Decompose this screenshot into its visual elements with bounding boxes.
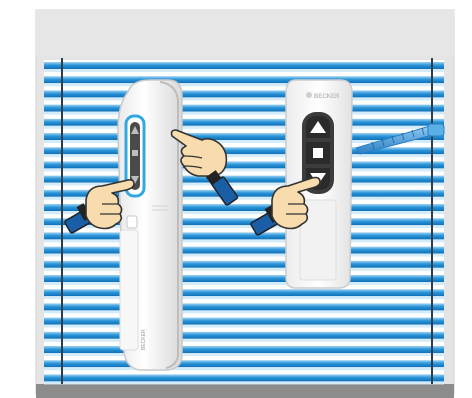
blind-slat-highlight <box>44 112 444 115</box>
remote-left-brand-text: BECKER <box>141 329 147 350</box>
blind-slat-highlight <box>44 154 444 157</box>
blind-slat-highlight <box>44 325 444 328</box>
blind-slat <box>44 332 444 339</box>
brand-logo-icon <box>306 92 312 98</box>
blind-slat-highlight <box>44 69 444 72</box>
blind-slat <box>44 119 444 126</box>
blind-slat-highlight <box>44 268 444 271</box>
stop-icon <box>132 150 138 156</box>
blind-slat <box>44 247 444 254</box>
blind-slat-highlight <box>44 83 444 86</box>
blind-slat <box>44 261 444 268</box>
blind-slat-highlight <box>44 296 444 299</box>
blind-slat <box>44 161 444 168</box>
blind-slat <box>44 318 444 325</box>
blind-slat <box>44 275 444 282</box>
blind-slat <box>44 360 444 367</box>
blind-slat-highlight <box>44 97 444 100</box>
blind-slat-highlight <box>44 168 444 171</box>
blind-slat-highlight <box>44 282 444 285</box>
blind-slat <box>44 76 444 83</box>
blind-slat <box>44 374 444 381</box>
blind-slat <box>44 303 444 310</box>
stop-square-icon <box>313 148 323 158</box>
blind-slat-highlight <box>44 381 444 384</box>
up-button[interactable] <box>306 116 330 138</box>
blind-slat-highlight <box>44 239 444 242</box>
window-sill <box>36 384 454 398</box>
blind-slat <box>44 289 444 296</box>
blind-slat <box>44 62 444 69</box>
blind-slat <box>44 346 444 353</box>
blind-slat-highlight <box>44 126 444 129</box>
blind-slat-highlight <box>44 254 444 257</box>
blind-slat-highlight <box>44 367 444 370</box>
blind-slat <box>44 90 444 97</box>
blind-slat-highlight <box>44 353 444 356</box>
remote-right-brand-text: BECKER <box>314 94 340 100</box>
blind-slat <box>44 232 444 239</box>
remote-left: BECKER <box>118 80 182 370</box>
stop-button[interactable] <box>306 142 330 164</box>
blind-slat <box>44 176 444 183</box>
blind-slat <box>44 133 444 140</box>
blind-headbox <box>36 10 454 56</box>
blind-slat-highlight <box>44 310 444 313</box>
blind-slat <box>44 147 444 154</box>
blind-slat-highlight <box>44 339 444 342</box>
blind-slat <box>44 105 444 112</box>
